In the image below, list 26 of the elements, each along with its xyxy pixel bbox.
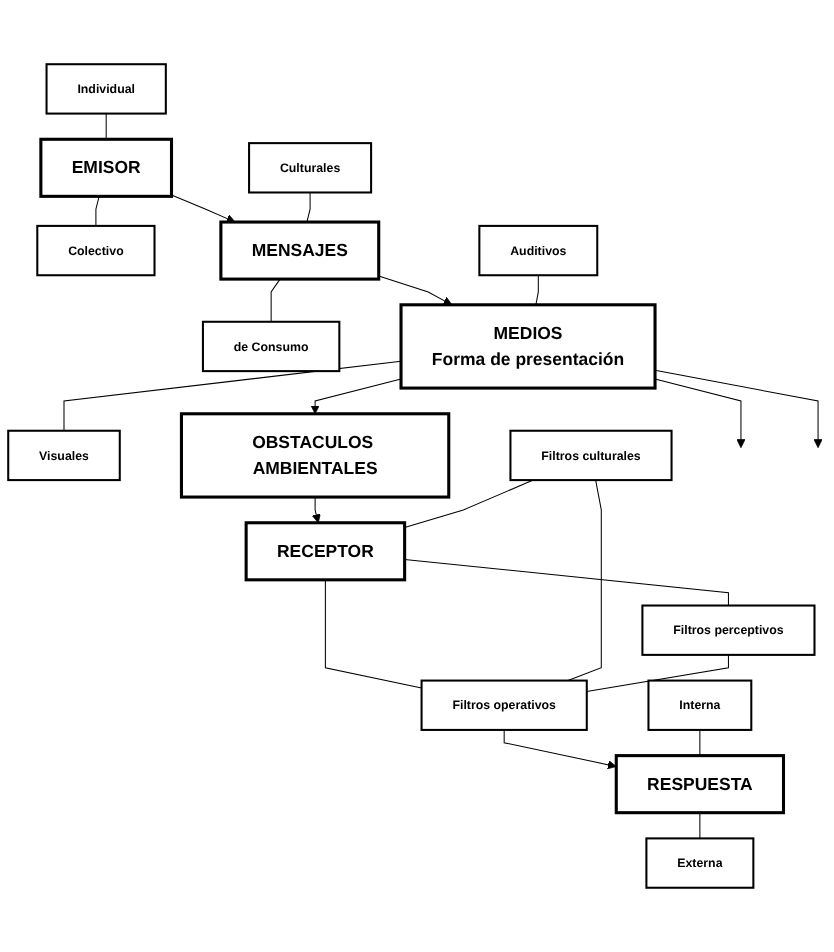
connector [270,278,281,323]
connector [567,479,602,682]
connector [306,191,311,223]
node-box: OBSTACULOS AMBIENTALES [179,412,451,499]
connector [404,558,729,607]
node-box: EMISOR [39,137,174,198]
connector [503,729,617,770]
connector [699,729,701,757]
connector [171,194,236,223]
node-box: RECEPTOR [244,521,407,582]
connector [654,378,746,449]
connector [310,378,402,415]
connector [311,496,321,524]
connector [324,579,423,689]
connector [404,479,534,529]
node-box: RESPUESTA [614,754,786,815]
connector [699,812,701,839]
connector [95,195,100,227]
connector [654,369,823,449]
connector [586,654,729,692]
connector [378,275,453,306]
connector [105,113,107,140]
connector [535,274,539,306]
node-box: MEDIOS Forma de presentación [399,303,657,390]
node-box: MENSAJES [219,220,381,281]
connector [63,360,402,432]
